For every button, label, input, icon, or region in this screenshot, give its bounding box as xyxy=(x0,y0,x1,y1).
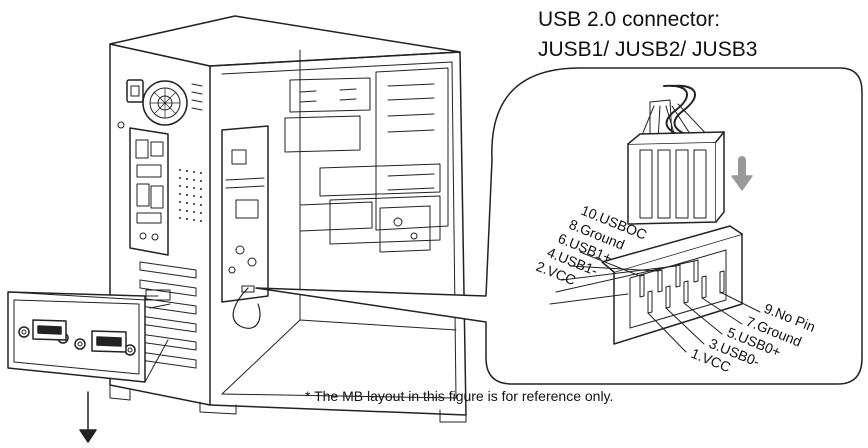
pin-labels-right: 9.No Pin 7.Ground 5.USB0+ 3.USB0- 1.VCC xyxy=(689,300,818,375)
connector-names: JUSB1/ JUSB2/ JUSB3 xyxy=(538,38,758,61)
connector-title: USB 2.0 connector: xyxy=(538,8,721,31)
connector-callout xyxy=(255,67,863,385)
pc-case xyxy=(109,15,467,423)
down-arrow xyxy=(79,391,97,443)
front-panel-zoom xyxy=(7,291,171,383)
reference-footnote: * The MB layout in this figure is for re… xyxy=(305,388,614,404)
